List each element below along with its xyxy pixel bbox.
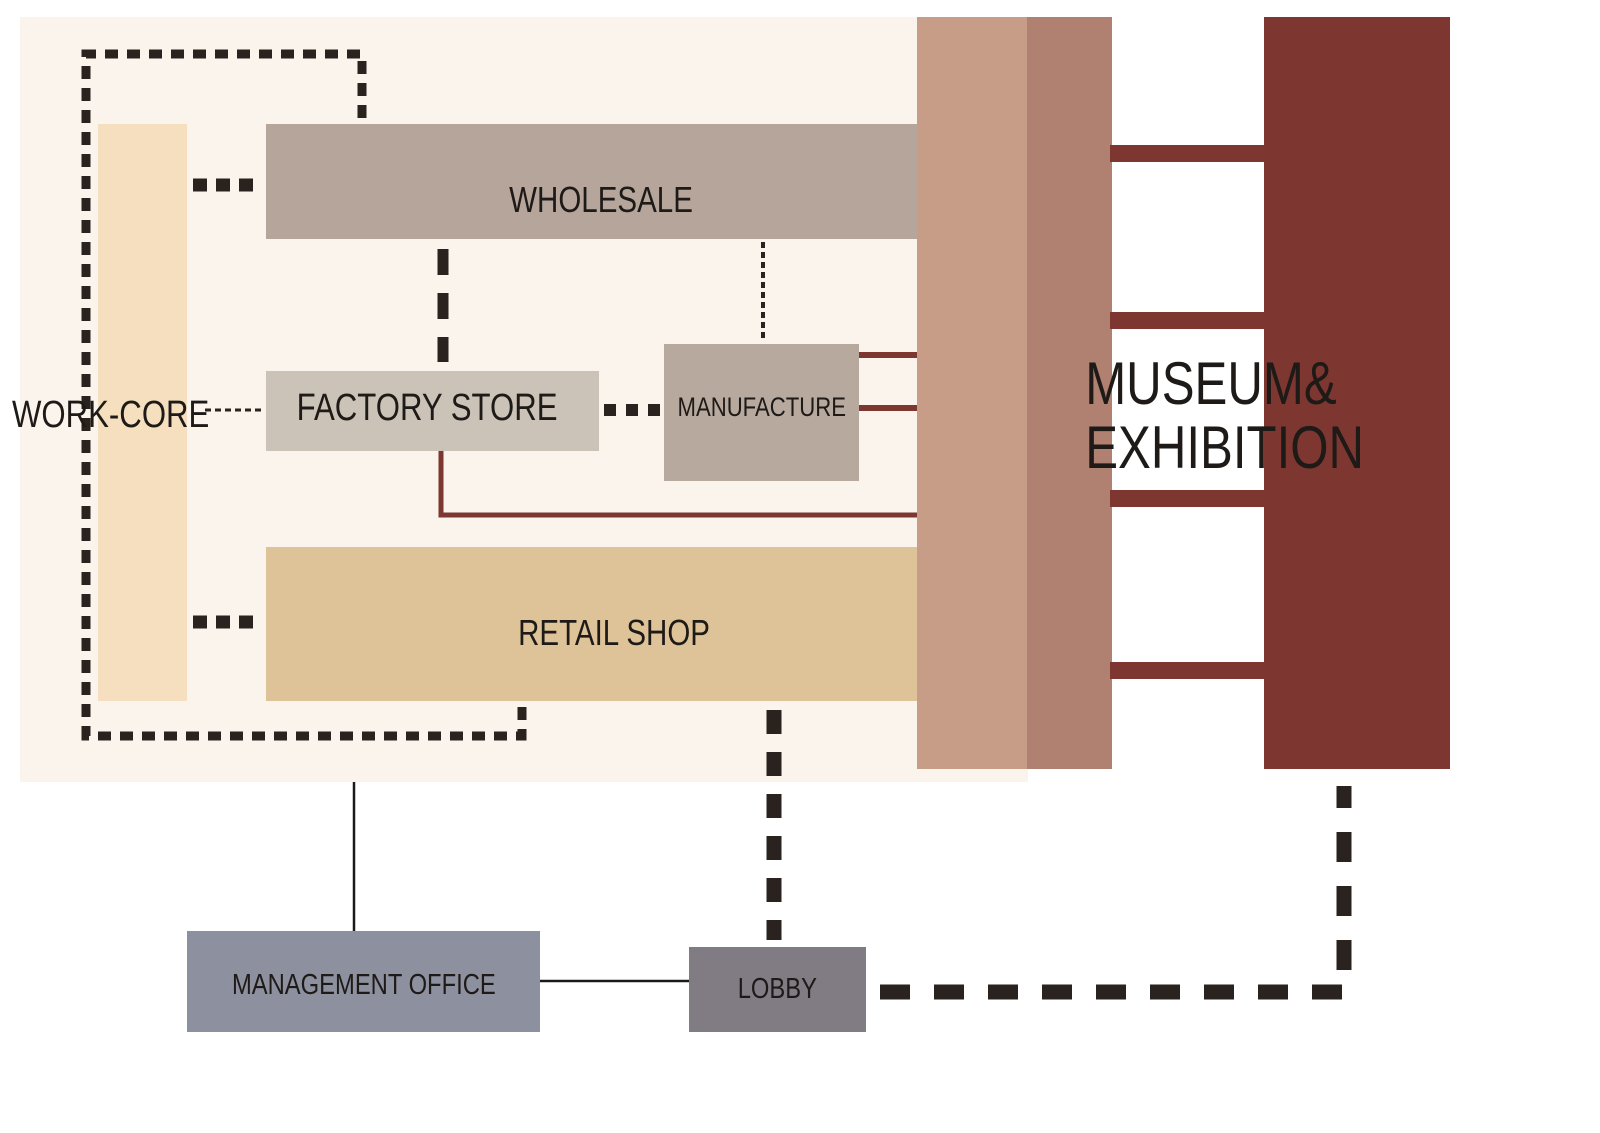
museum-column-dark — [1264, 17, 1450, 769]
retail-shop-node[interactable]: RETAIL SHOP — [266, 547, 917, 701]
factory-museum-connector — [438, 451, 917, 518]
factory-store-node[interactable]: FACTORY STORE — [266, 371, 599, 451]
lobby-museum-connector — [880, 786, 1352, 1000]
wholesale-node[interactable]: WHOLESALE — [266, 124, 917, 239]
museum-rung — [1110, 145, 1265, 162]
work-core-label[interactable]: WORK-CORE — [12, 394, 210, 436]
manufacture-label: MANUFACTURE — [677, 392, 846, 422]
work-core-strip — [98, 124, 187, 701]
lobby-node[interactable]: LOBBY — [689, 947, 866, 1032]
museum-rung — [1110, 662, 1265, 679]
manufacture-node[interactable]: MANUFACTURE — [664, 344, 859, 481]
loop-dashed-connector — [81, 49, 527, 741]
museum-label-line2: EXHIBITION — [1085, 414, 1365, 481]
museum-exhibition-label[interactable]: MUSEUM& EXHIBITION — [1060, 350, 1365, 481]
museum-column-light — [917, 17, 1027, 769]
museum-label-line1: MUSEUM& — [1085, 350, 1337, 417]
retail-shop-label: RETAIL SHOP — [518, 612, 711, 653]
management-office-label: MANAGEMENT OFFICE — [231, 969, 496, 1001]
museum-rung — [1110, 312, 1265, 329]
museum-column-mid — [1027, 17, 1112, 769]
wholesale-label: WHOLESALE — [509, 178, 694, 220]
factory-store-label: FACTORY STORE — [297, 386, 558, 429]
museum-rung — [1110, 490, 1265, 507]
management-office-node[interactable]: MANAGEMENT OFFICE — [187, 931, 540, 1032]
lobby-label: LOBBY — [737, 973, 818, 1005]
